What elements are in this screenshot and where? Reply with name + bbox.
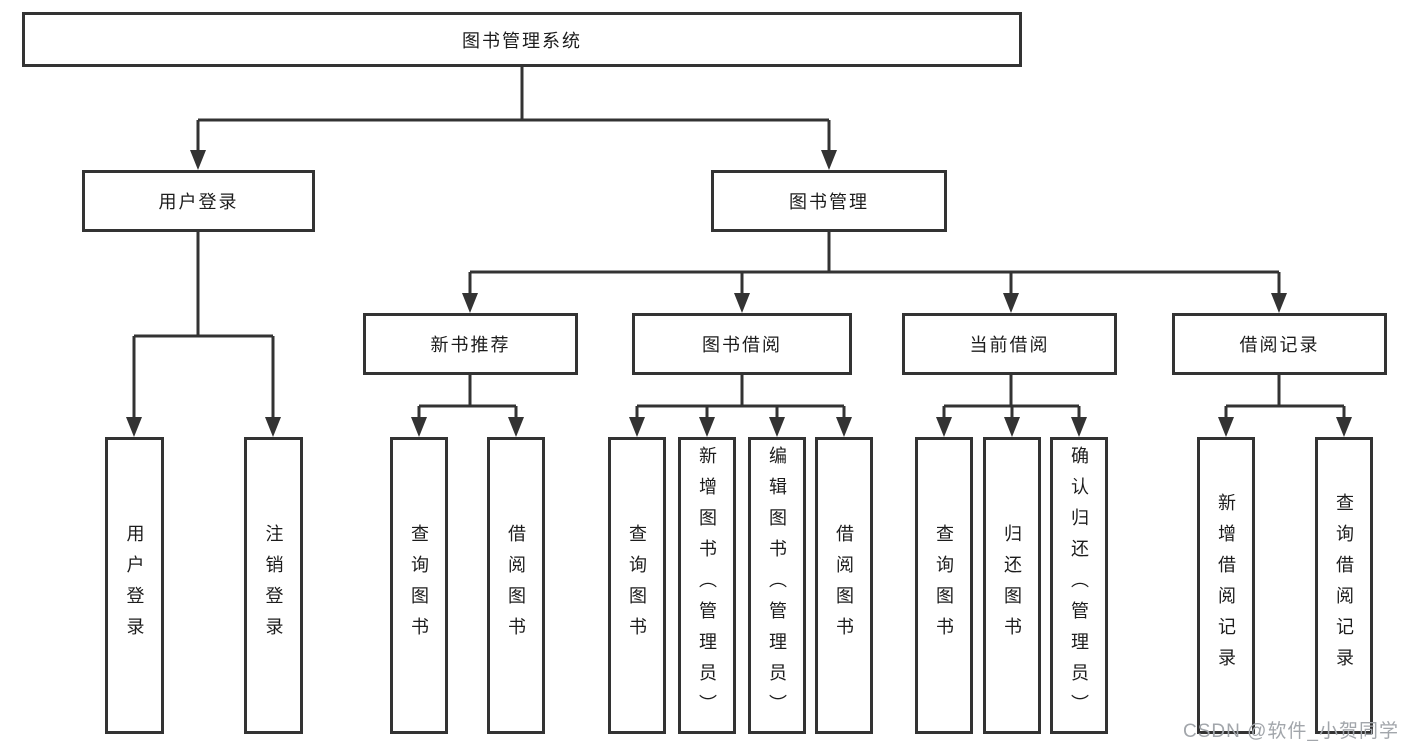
arrowhead xyxy=(836,417,852,437)
node-label: 用户登录 xyxy=(158,192,239,212)
node-new-book-recommend: 新书推荐 xyxy=(363,313,578,375)
arrowhead xyxy=(265,417,281,437)
arrowhead xyxy=(190,150,206,170)
leaf-current-query-books: 查询图书 xyxy=(915,437,973,734)
leaf-newbooks-query-books: 查询图书 xyxy=(390,437,448,734)
arrowhead xyxy=(699,417,715,437)
node-label: 当前借阅 xyxy=(969,335,1050,355)
edge-root-to-level2 xyxy=(196,67,831,154)
arrowhead xyxy=(411,417,427,437)
edge-newbooks-to-leaves xyxy=(417,375,518,421)
arrowhead xyxy=(1218,417,1234,437)
node-root-system: 图书管理系统 xyxy=(22,12,1022,67)
leaf-borrowing-edit-books-admin: 编辑图书（管理员） xyxy=(748,437,806,734)
node-label: 用户登录 xyxy=(124,523,145,648)
arrowhead xyxy=(629,417,645,437)
node-borrow-records: 借阅记录 xyxy=(1172,313,1387,375)
node-label: 新增图书（管理员） xyxy=(697,446,717,725)
node-label: 查询借阅记录 xyxy=(1334,492,1354,679)
arrowhead xyxy=(821,150,837,170)
node-label: 图书管理系统 xyxy=(462,30,582,51)
edge-bookmgmt-to-level3 xyxy=(468,232,1281,297)
leaf-logout: 注销登录 xyxy=(244,437,303,734)
arrowhead xyxy=(1271,293,1287,313)
arrowhead xyxy=(936,417,952,437)
arrowhead xyxy=(1336,417,1352,437)
node-label: 查询图书 xyxy=(409,523,429,648)
edge-userlogin-to-leaves xyxy=(132,232,275,421)
leaf-current-return-books: 归还图书 xyxy=(983,437,1041,734)
node-label: 归还图书 xyxy=(1002,523,1022,648)
leaf-current-confirm-return-admin: 确认归还（管理员） xyxy=(1050,437,1108,734)
arrowhead xyxy=(462,293,478,313)
arrowhead xyxy=(1071,417,1087,437)
node-book-borrowing: 图书借阅 xyxy=(632,313,852,375)
node-label: 借阅记录 xyxy=(1239,335,1320,355)
node-label: 确认归还（管理员） xyxy=(1069,446,1089,725)
edge-currentborrow-to-leaves xyxy=(942,375,1081,421)
arrowhead xyxy=(508,417,524,437)
arrowheads xyxy=(126,150,1352,437)
arrowhead xyxy=(734,293,750,313)
node-label: 新书推荐 xyxy=(430,335,511,355)
node-label: 借阅图书 xyxy=(834,523,854,648)
edge-bookborrow-to-leaves xyxy=(635,375,846,421)
node-user-login-module: 用户登录 xyxy=(82,170,315,232)
leaf-newbooks-borrow-books: 借阅图书 xyxy=(487,437,545,734)
node-label: 图书借阅 xyxy=(702,335,782,355)
node-label: 注销登录 xyxy=(263,523,284,648)
leaf-borrowing-borrow-books: 借阅图书 xyxy=(815,437,873,734)
arrowhead xyxy=(769,417,785,437)
node-label: 借阅图书 xyxy=(506,523,526,648)
arrowhead xyxy=(126,417,142,437)
leaf-records-query-record: 查询借阅记录 xyxy=(1315,437,1373,734)
node-label: 查询图书 xyxy=(934,523,954,648)
edge-records-to-leaves xyxy=(1224,375,1346,421)
arrowhead xyxy=(1004,417,1020,437)
leaf-records-add-record: 新增借阅记录 xyxy=(1197,437,1255,734)
node-label: 编辑图书（管理员） xyxy=(767,446,787,725)
node-book-management-module: 图书管理 xyxy=(711,170,947,232)
csdn-watermark: CSDN @软件_小贺同学 xyxy=(1183,721,1399,742)
node-label: 图书管理 xyxy=(789,192,869,212)
node-current-borrowing: 当前借阅 xyxy=(902,313,1117,375)
leaf-borrowing-add-books-admin: 新增图书（管理员） xyxy=(678,437,736,734)
leaf-user-login: 用户登录 xyxy=(105,437,164,734)
arrowhead xyxy=(1003,293,1019,313)
node-label: 查询图书 xyxy=(627,523,647,648)
leaf-borrowing-query-books: 查询图书 xyxy=(608,437,666,734)
node-label: 新增借阅记录 xyxy=(1216,492,1236,679)
